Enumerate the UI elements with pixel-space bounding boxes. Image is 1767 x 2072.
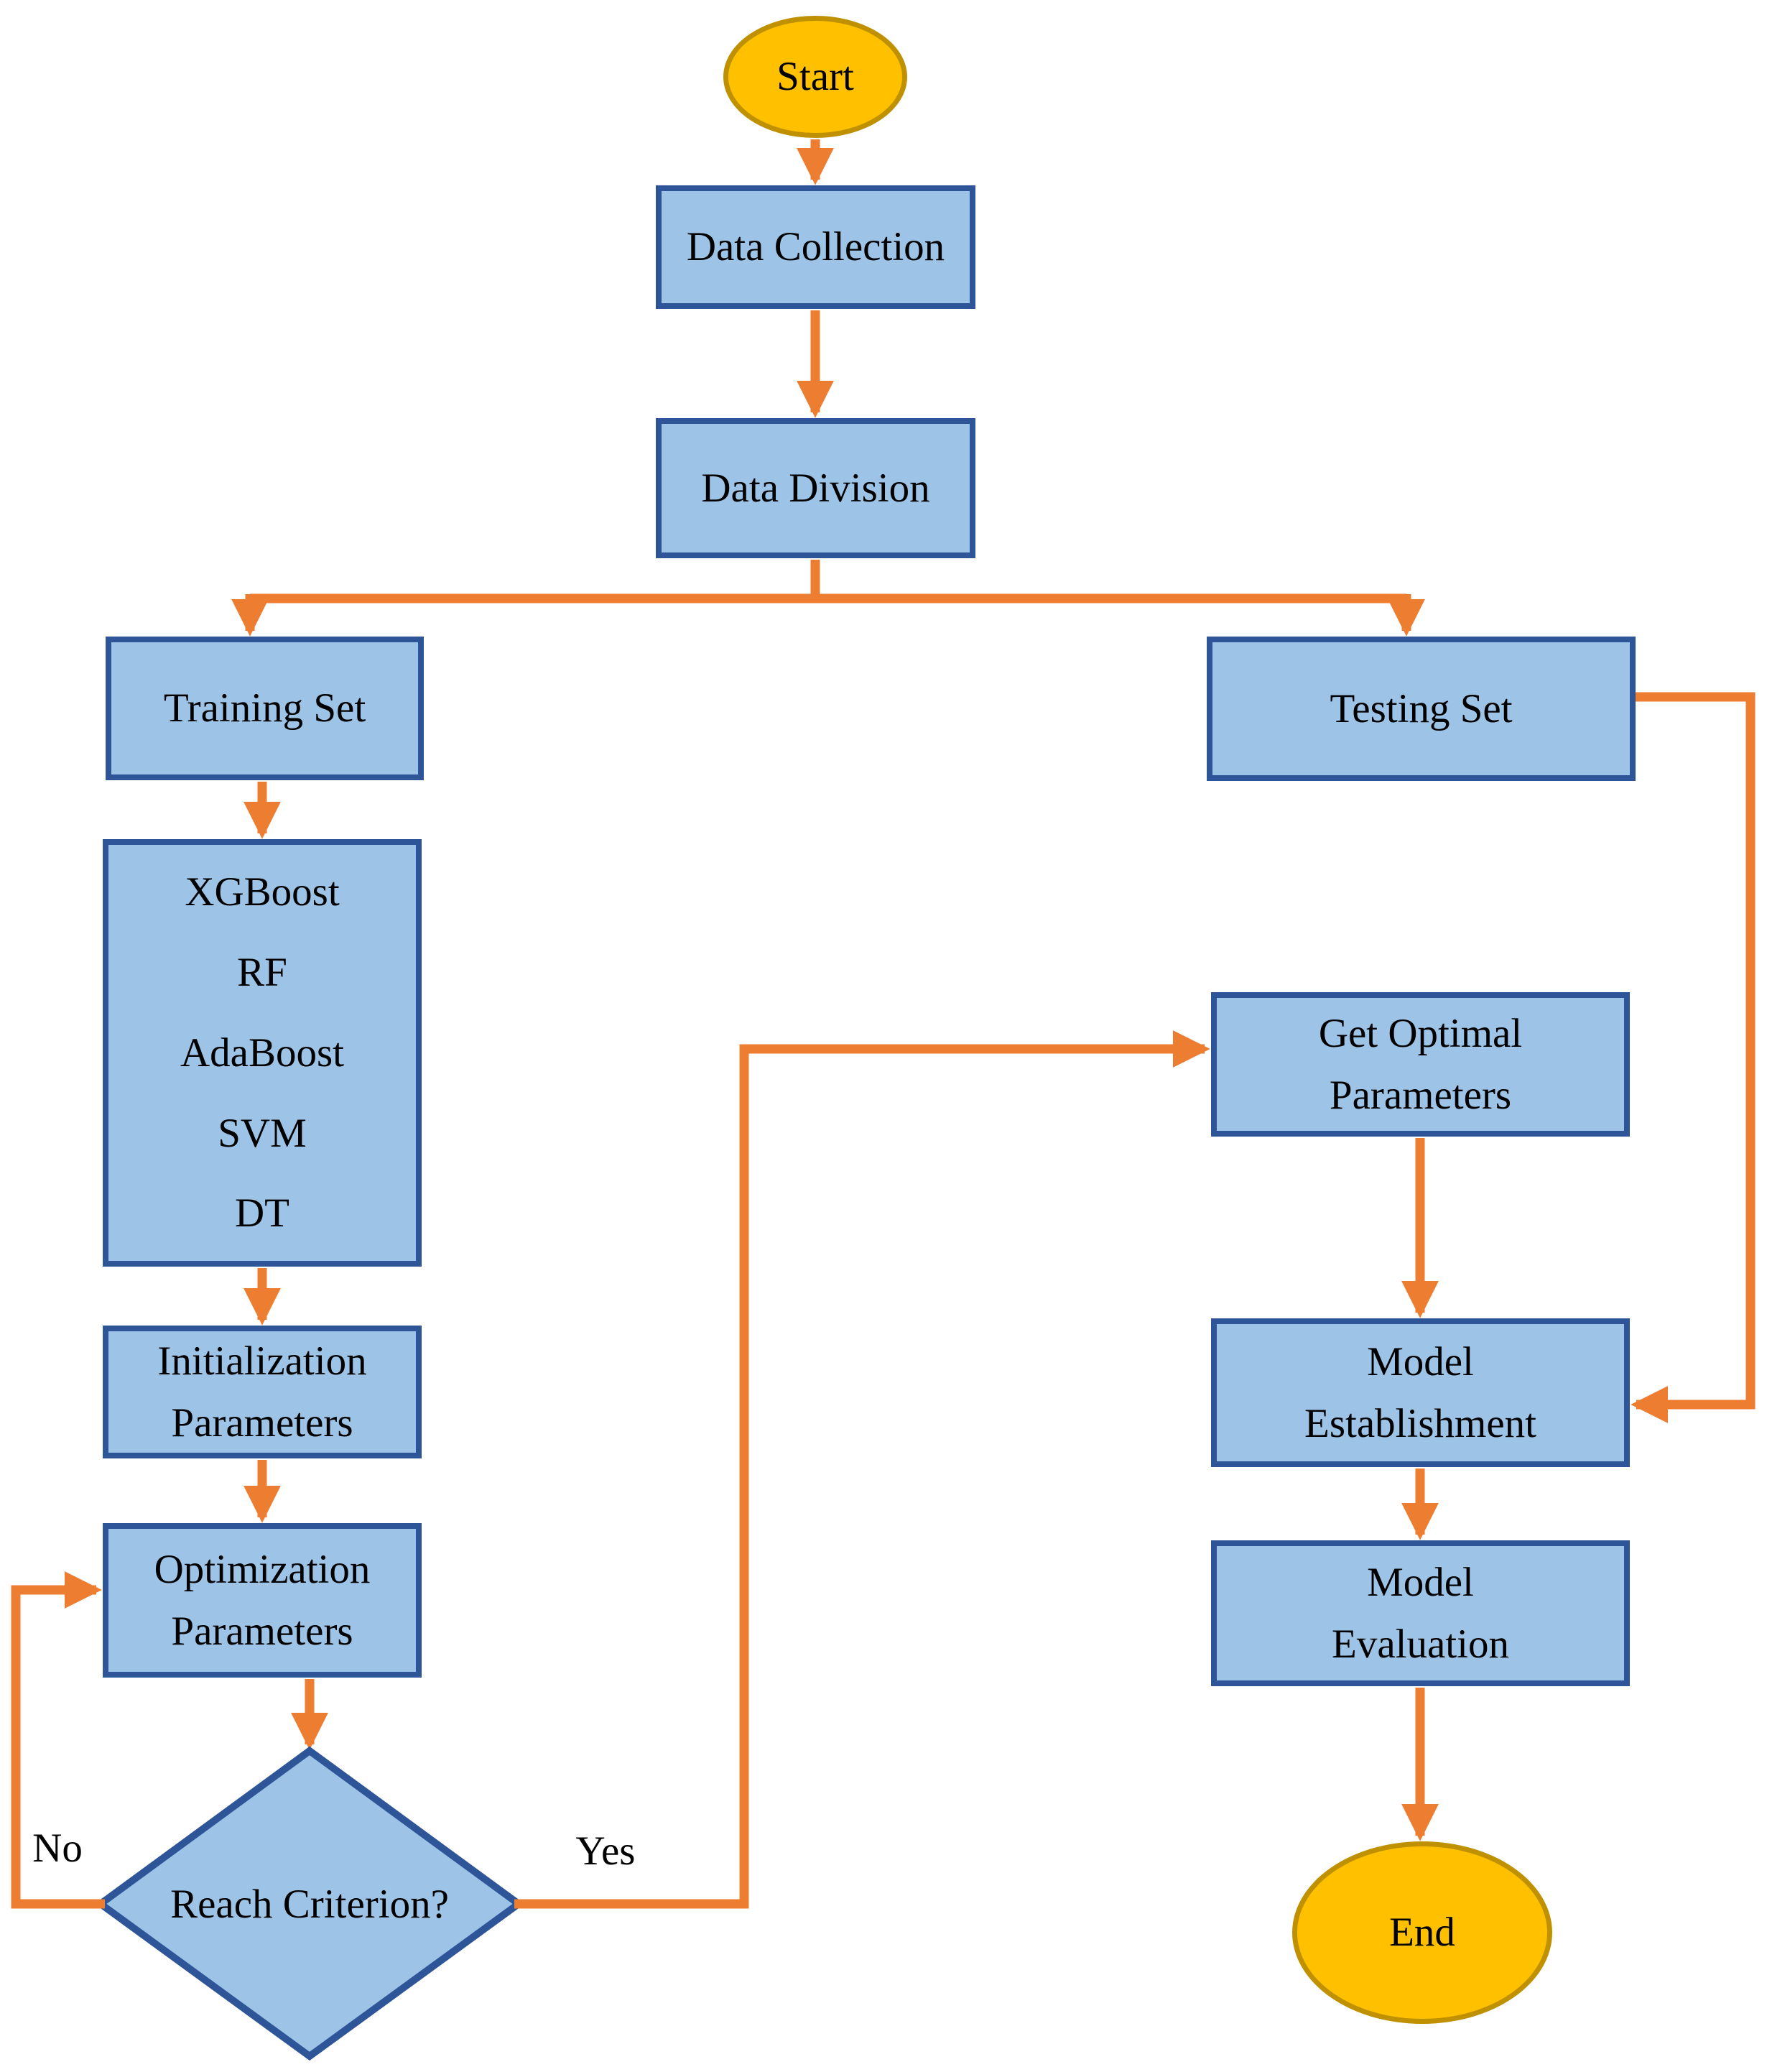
node-model-establishment: Model Establishment xyxy=(1211,1318,1630,1467)
edge-testing-set-model-establishment xyxy=(1631,692,1756,1423)
node-training-set: Training Set xyxy=(106,637,424,780)
node-initialization-parameters: Initialization Parameters xyxy=(103,1326,422,1458)
edge-label-yes: Yes xyxy=(575,1828,636,1874)
node-data-collection: Data Collection xyxy=(656,185,975,309)
model-item-rf: RF xyxy=(237,949,287,995)
edge-decision-yes xyxy=(514,1030,1210,1909)
node-model-evaluation: Model Evaluation xyxy=(1211,1540,1630,1686)
node-get-optimal-parameters: Get Optimal Parameters xyxy=(1211,992,1630,1137)
model-item-xgboost: XGBoost xyxy=(185,869,340,915)
node-data-division: Data Division xyxy=(656,418,975,558)
model-item-adaboost: AdaBoost xyxy=(180,1030,344,1076)
node-optimization-parameters: Optimization Parameters xyxy=(103,1523,422,1678)
model-item-dt: DT xyxy=(235,1190,289,1236)
node-decision-label: Reach Criterion? xyxy=(170,1881,449,1927)
edge-label-no: No xyxy=(32,1825,83,1871)
node-testing-set: Testing Set xyxy=(1207,637,1636,781)
node-end: End xyxy=(1292,1841,1552,2024)
node-models-list: XGBoost RF AdaBoost SVM DT xyxy=(103,839,422,1267)
edge-decision-no-loop xyxy=(11,1571,105,1909)
node-start: Start xyxy=(723,16,907,138)
model-item-svm: SVM xyxy=(218,1110,307,1156)
decision-diamond-shape xyxy=(94,1746,525,2061)
